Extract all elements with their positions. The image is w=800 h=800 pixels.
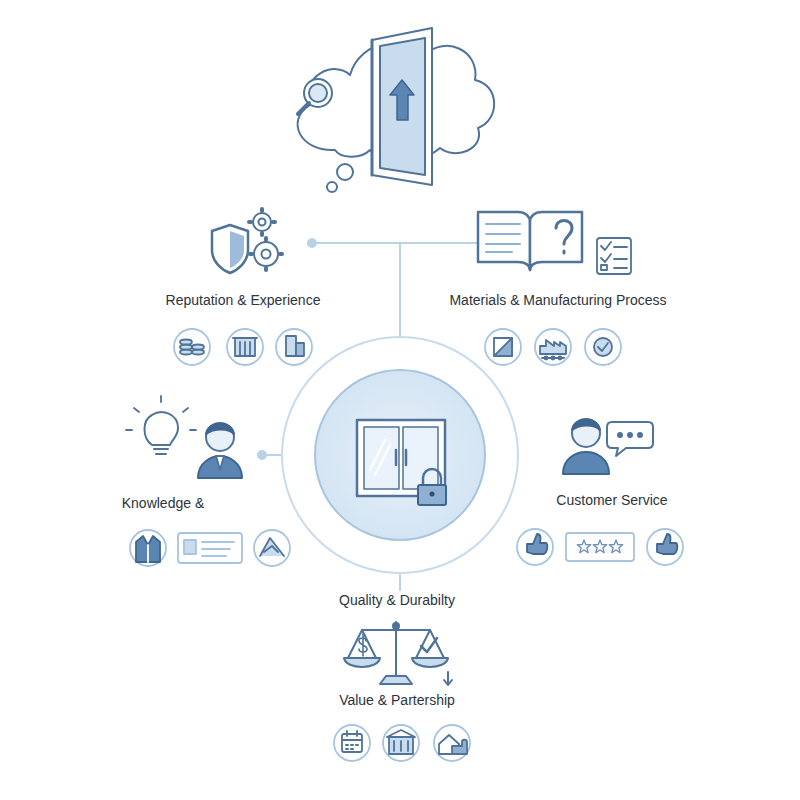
section-label: Reputation & Experience	[163, 291, 324, 309]
rating-star	[577, 540, 590, 553]
section-label: Knowledge &	[119, 494, 208, 512]
section-label: Customer Service	[553, 491, 670, 509]
checklist-icon	[597, 238, 631, 274]
service-badges	[517, 529, 683, 565]
rating-star	[593, 540, 606, 553]
section-label: Materials & Manufacturing Process	[446, 291, 669, 309]
book-icon	[478, 212, 582, 270]
materials-badges	[485, 329, 621, 365]
reputation-badges	[174, 329, 312, 365]
knowledge-badges	[130, 530, 290, 566]
section-label: Value & Partership	[336, 691, 458, 709]
value-badges	[334, 725, 470, 761]
magnifier-icon	[298, 79, 332, 114]
customer-speech-icon	[563, 419, 653, 474]
rating-star	[609, 540, 622, 553]
balance-scale-icon	[344, 622, 452, 685]
center-door-hub	[282, 337, 518, 573]
section-label: Quality & Durabilty	[336, 591, 458, 609]
lightbulb-person-icon	[126, 396, 242, 478]
door-icon	[372, 28, 432, 185]
shield-gears-icon	[212, 209, 282, 273]
